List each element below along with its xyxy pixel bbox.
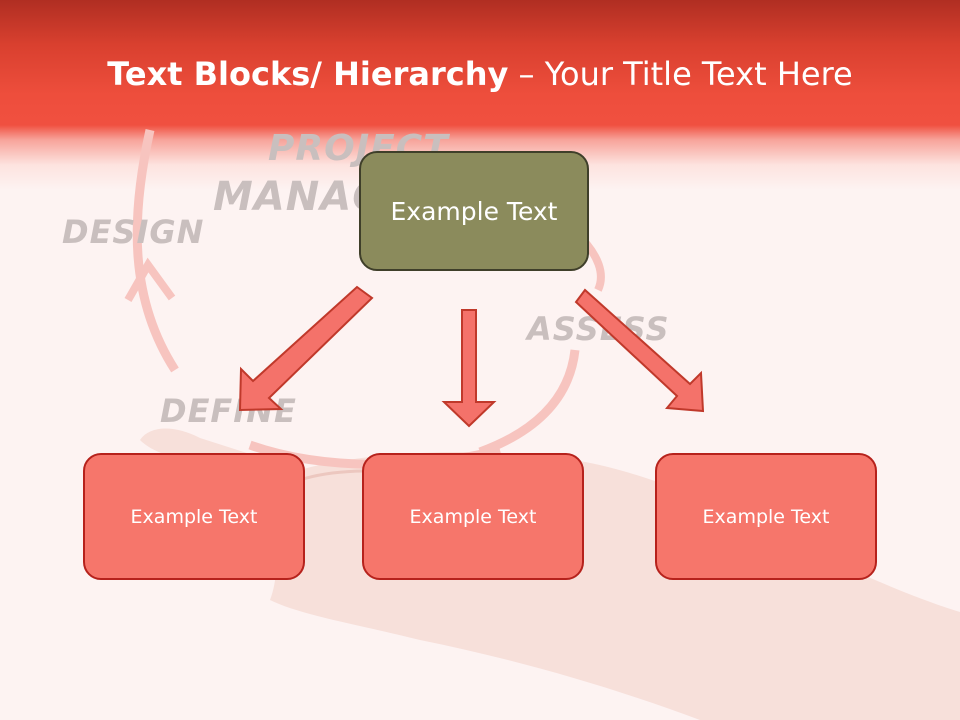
slide-title-rest: – Your Title Text Here bbox=[508, 55, 853, 93]
child-text-block-left[interactable]: Example Text bbox=[83, 453, 305, 580]
arrow-left bbox=[238, 285, 374, 412]
slide-title-bold: Text Blocks/ Hierarchy bbox=[107, 55, 509, 93]
top-text-block[interactable]: Example Text bbox=[359, 151, 589, 271]
slide-title: Text Blocks/ Hierarchy – Your Title Text… bbox=[0, 55, 960, 93]
child-text-block-label: Example Text bbox=[130, 505, 258, 528]
child-text-block-right[interactable]: Example Text bbox=[655, 453, 877, 580]
bg-word-design: DESIGN bbox=[62, 213, 204, 251]
bg-word-define: DEFINE bbox=[160, 392, 297, 430]
child-text-block-label: Example Text bbox=[702, 505, 830, 528]
top-text-block-label: Example Text bbox=[390, 196, 558, 226]
arrow-center bbox=[441, 309, 497, 428]
child-text-block-label: Example Text bbox=[409, 505, 537, 528]
child-text-block-center[interactable]: Example Text bbox=[362, 453, 584, 580]
arrow-right bbox=[574, 288, 705, 413]
